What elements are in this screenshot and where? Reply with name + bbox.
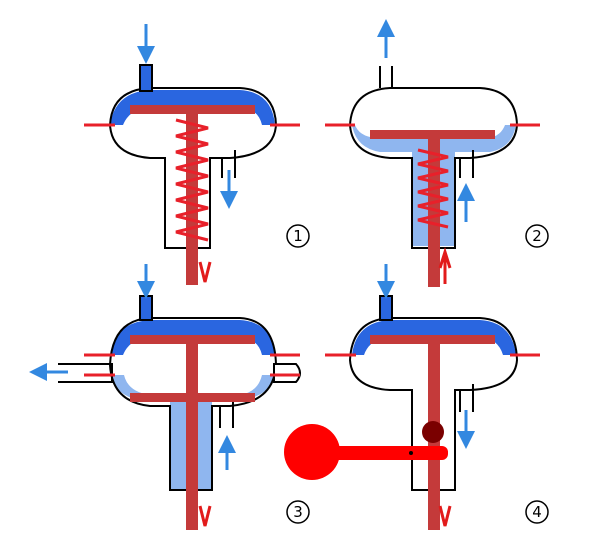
panel-3-side-port-right — [273, 363, 301, 383]
panel-1: 1 — [84, 24, 310, 285]
panel-3-stem-down-arrow — [198, 505, 212, 527]
panel-2-spring — [417, 148, 449, 229]
panel-4-housing — [348, 317, 519, 491]
panel-2-inlet-pipe — [459, 150, 474, 178]
panel-4-stem-down-arrow — [438, 505, 452, 527]
panel-4: 4 — [284, 264, 549, 530]
panel-1-spring — [175, 118, 209, 242]
panel-3-number-circle — [286, 500, 310, 524]
panel-2-stem-up-arrow — [438, 246, 452, 284]
panel-2-outlet-pipe — [379, 66, 393, 88]
panel-4-vent-pipe — [459, 384, 474, 412]
panel-3-vent-pipe — [219, 398, 234, 428]
panel-4-counterweight — [284, 424, 340, 480]
panel-1-stem-down-arrow — [198, 261, 212, 283]
panel-4-number: 4 — [532, 503, 542, 521]
panel-3-stem — [186, 340, 198, 530]
panel-4-lever-arm — [330, 446, 448, 460]
panel-3-number: 3 — [293, 503, 303, 521]
panel-2-number-circle — [525, 224, 549, 248]
panel-1-plate — [130, 105, 255, 114]
panel-3: 3 — [29, 264, 310, 530]
panel-1-housing — [108, 87, 278, 249]
panel-4-lever-pivot — [422, 421, 444, 443]
panel-1-number: 1 — [293, 227, 303, 245]
panel-4-inlet-pipe — [379, 295, 393, 321]
panel-2-housing — [348, 87, 519, 249]
panel-3-inlet-pipe — [139, 295, 153, 321]
panel-1-number-circle — [286, 224, 310, 248]
panel-3-side-port-left — [58, 363, 113, 383]
panel-2: 2 — [325, 19, 549, 287]
panel-4-plate — [370, 335, 495, 344]
panel-4-stem-pin — [409, 451, 413, 455]
panel-2-number: 2 — [532, 227, 542, 245]
panel-4-number-circle — [525, 500, 549, 524]
panel-1-inlet-pipe — [139, 64, 153, 92]
panel-1-vent-pipe — [221, 150, 236, 178]
panel-3-upper-plate — [130, 335, 255, 344]
